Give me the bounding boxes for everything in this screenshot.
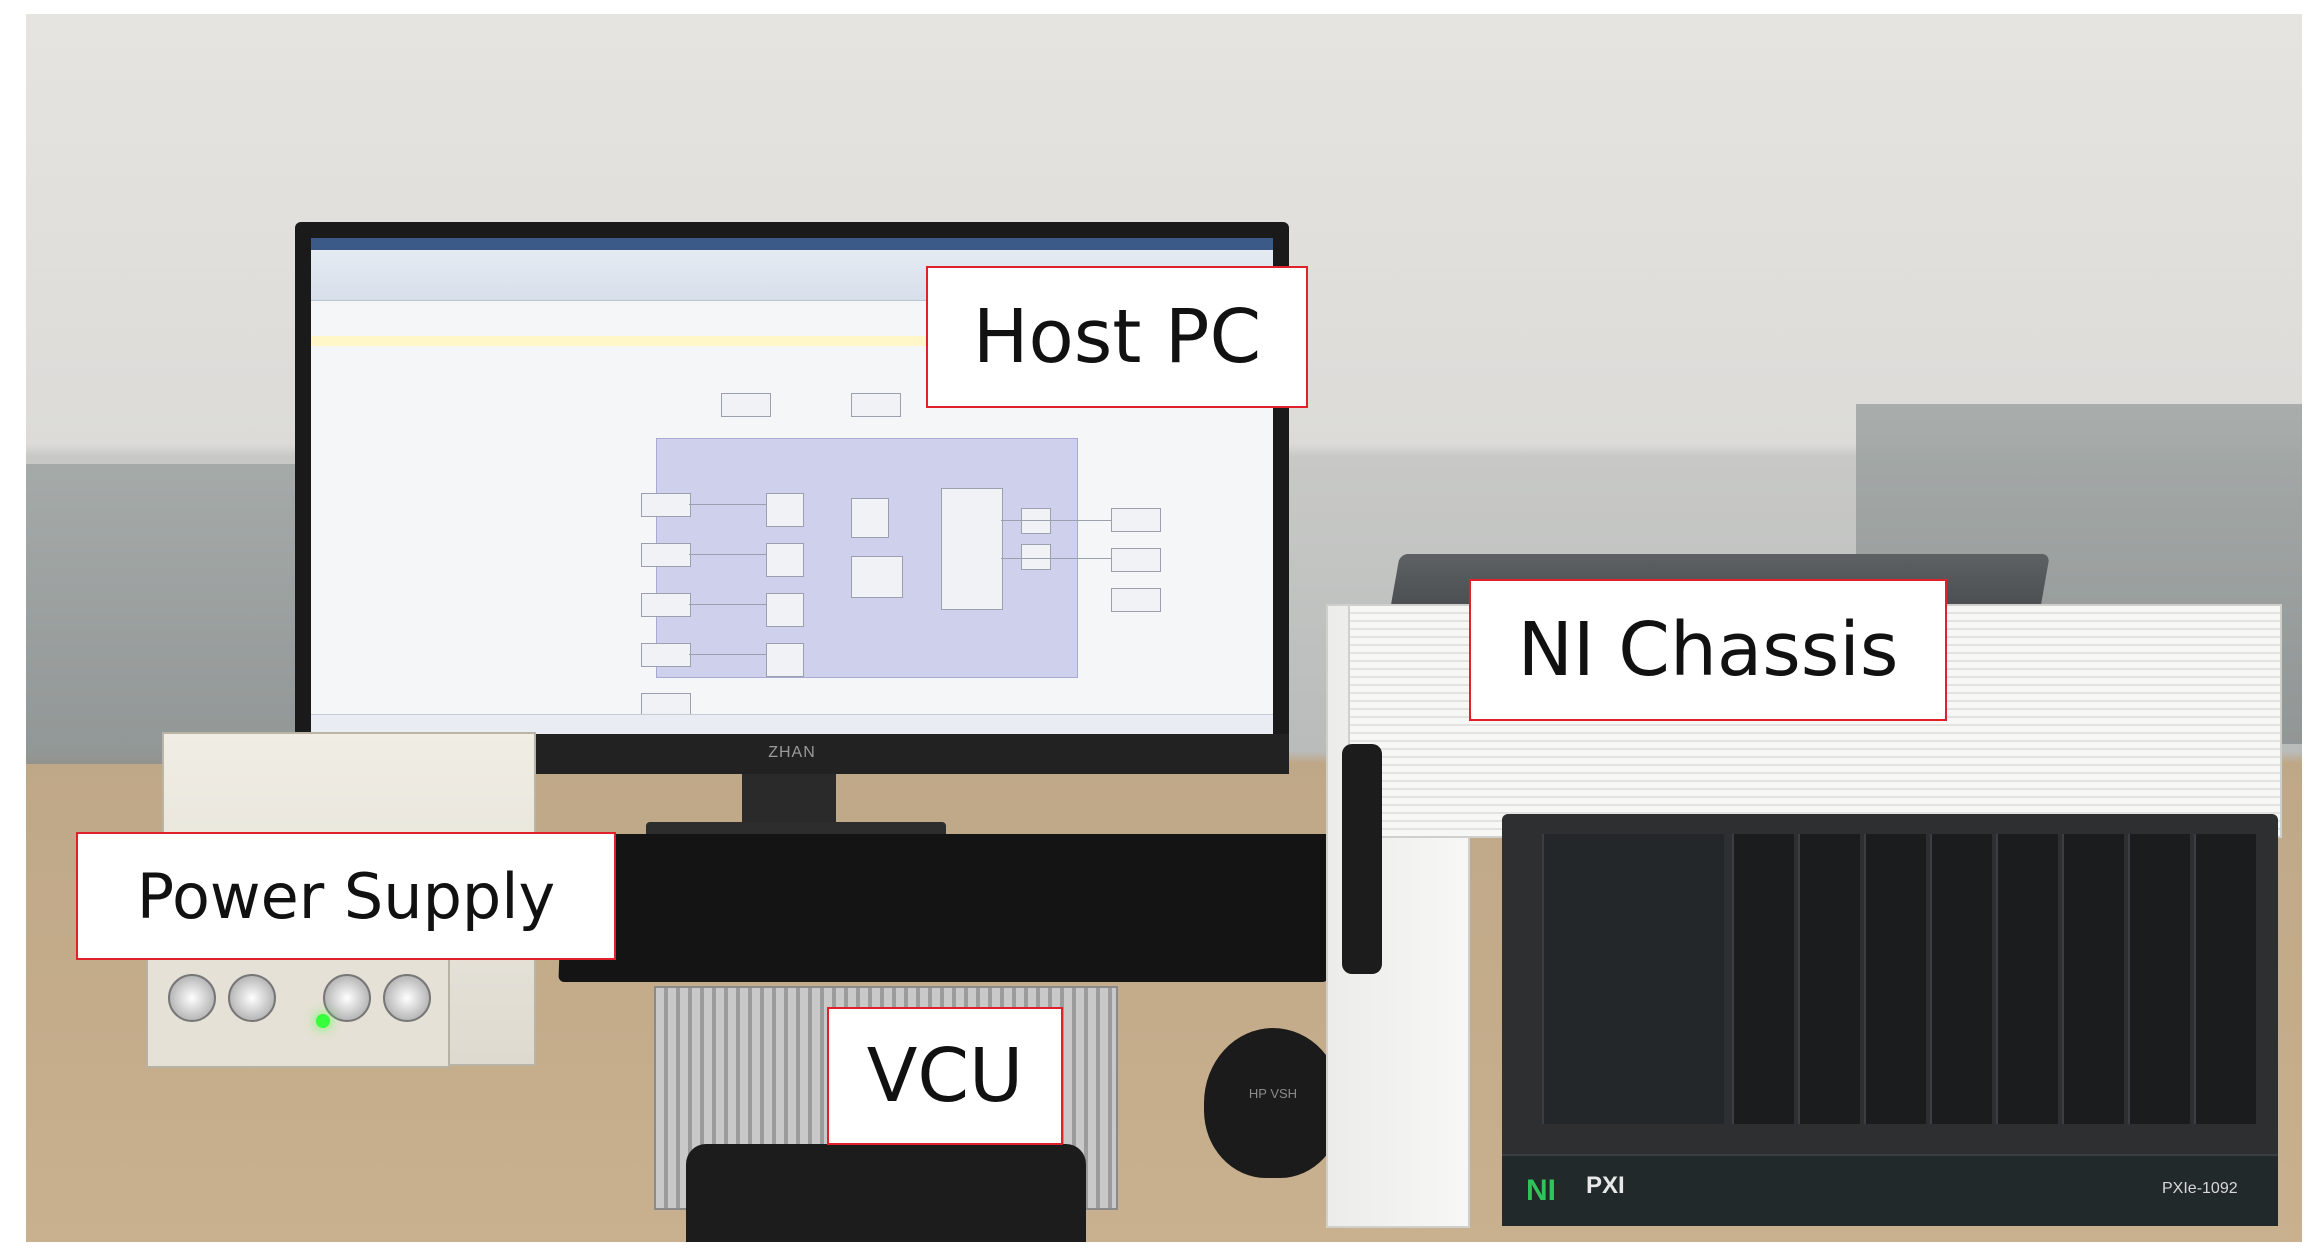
diagram-block xyxy=(721,393,771,417)
power-supply-led xyxy=(316,1014,330,1028)
diagram-block xyxy=(851,556,903,598)
keyboard xyxy=(558,834,1334,982)
vcu-label: VCU xyxy=(827,1007,1063,1145)
diagram-block xyxy=(851,393,901,417)
diagram-block xyxy=(1021,508,1051,534)
ni-chassis-label: NI Chassis xyxy=(1469,579,1947,721)
diagram-block xyxy=(641,493,691,517)
diagram-block xyxy=(641,693,691,717)
diagram-block xyxy=(766,643,804,677)
diagram-wire xyxy=(689,504,766,505)
ni-logo: NI xyxy=(1526,1174,1556,1207)
diagram-block xyxy=(1111,548,1161,572)
chassis-slot xyxy=(1542,834,1724,1124)
chassis-slot xyxy=(1996,834,2058,1124)
chassis-slot xyxy=(1798,834,1860,1124)
diagram-block xyxy=(641,593,691,617)
diagram-block xyxy=(851,498,889,538)
diagram-block xyxy=(941,488,1003,610)
diagram-block xyxy=(766,593,804,627)
power-supply-knob xyxy=(228,974,276,1022)
chassis-slot xyxy=(1930,834,1992,1124)
vcu-wiring-harness xyxy=(686,1144,1086,1242)
os-taskbar xyxy=(311,714,1273,734)
monitor-screen xyxy=(311,238,1273,734)
pxi-logo: PXI xyxy=(1586,1172,1625,1199)
power-supply-knob xyxy=(323,974,371,1022)
chassis-slot xyxy=(1864,834,1926,1124)
chassis-slot xyxy=(1732,834,1794,1124)
diagram-wire xyxy=(689,604,766,605)
software-tab-bar xyxy=(311,238,1273,250)
diagram-block xyxy=(766,493,804,527)
diagram-block xyxy=(641,643,691,667)
mouse-brand-text: HP VSH xyxy=(1248,1086,1298,1101)
diagram-block xyxy=(641,543,691,567)
power-supply-knob xyxy=(383,974,431,1022)
chassis-model-label: PXIe-1092 xyxy=(2162,1180,2238,1197)
chassis-module-slots xyxy=(1542,834,2256,1124)
chassis-bottom-bar: NI PXI PXIe-1092 xyxy=(1502,1154,2278,1226)
monitor-stand-neck xyxy=(742,774,836,829)
chassis-slot xyxy=(2194,834,2256,1124)
chassis-slot xyxy=(2128,834,2190,1124)
diagram-block xyxy=(1021,544,1051,570)
lab-photo: ZHAN HP VSH NI PXI P xyxy=(26,14,2302,1242)
desk-partition-left xyxy=(26,464,316,764)
host-pc-label: Host PC xyxy=(926,266,1308,408)
chassis-handle xyxy=(1342,744,1382,974)
diagram-block xyxy=(1111,508,1161,532)
chassis-slot xyxy=(2062,834,2124,1124)
software-warning-bar xyxy=(311,336,1273,346)
diagram-wire xyxy=(689,654,766,655)
monitor-brand-text: ZHAN xyxy=(768,744,816,761)
diagram-wire xyxy=(1001,558,1111,559)
diagram-wire xyxy=(1001,520,1111,521)
power-supply-knob xyxy=(168,974,216,1022)
diagram-wire xyxy=(689,554,766,555)
diagram-block xyxy=(1111,588,1161,612)
diagram-block xyxy=(766,543,804,577)
chassis-front-panel: NI PXI PXIe-1092 xyxy=(1502,814,2278,1226)
mouse: HP VSH xyxy=(1204,1028,1342,1178)
power-supply-label: Power Supply xyxy=(76,832,616,960)
